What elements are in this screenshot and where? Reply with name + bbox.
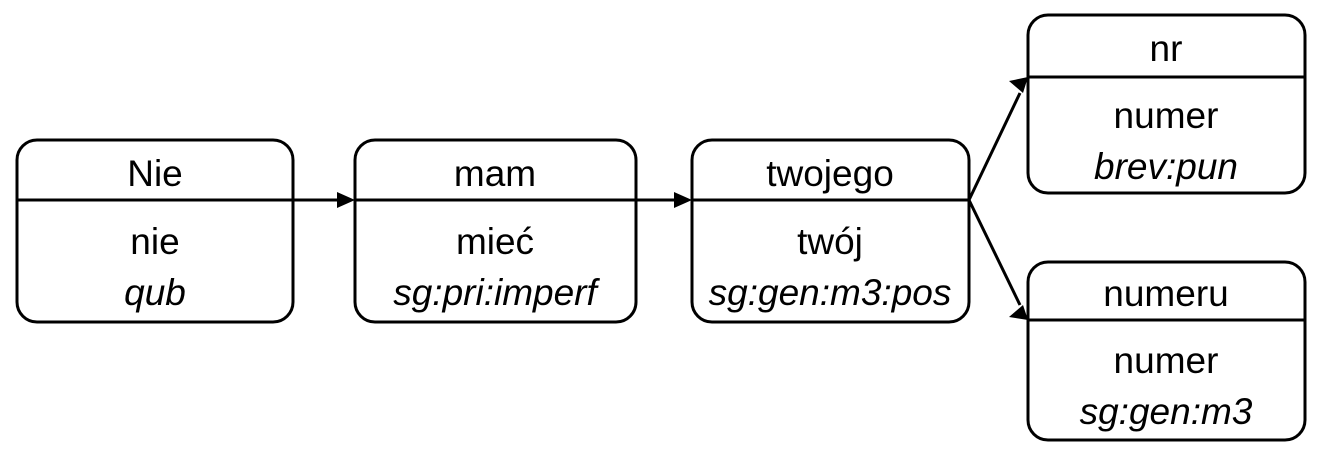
node-box	[15, 138, 295, 324]
edge-twojego-to-nr	[967, 77, 1028, 201]
node-lemma: mieć	[456, 221, 534, 262]
edge-line	[967, 92, 1022, 201]
node-tag: qub	[124, 272, 186, 313]
node-numeru[interactable]: numeru numer sg:gen:m3	[1026, 260, 1307, 442]
node-mam[interactable]: mam mieć sg:pri:imperf	[353, 138, 638, 324]
node-nie[interactable]: Nie nie qub	[15, 138, 295, 324]
edge-nie-to-mam	[293, 192, 355, 208]
node-lemma: numer	[1114, 340, 1219, 381]
arrow-head-icon	[1009, 77, 1028, 93]
edge-twojego-to-numeru	[967, 199, 1028, 320]
node-form: numeru	[1103, 273, 1228, 314]
node-tag: sg:gen:m3	[1080, 391, 1253, 432]
arrow-head-icon	[674, 192, 692, 208]
node-form: twojego	[766, 153, 894, 194]
node-form: nr	[1150, 28, 1183, 69]
node-form: mam	[454, 153, 536, 194]
node-tag: sg:gen:m3:pos	[709, 272, 952, 313]
node-nr[interactable]: nr numer brev:pun	[1026, 13, 1307, 195]
node-lemma: nie	[130, 221, 179, 262]
node-lemma: numer	[1114, 95, 1219, 136]
node-tag: sg:pri:imperf	[393, 272, 600, 313]
arrow-head-icon	[1009, 305, 1028, 320]
node-twojego[interactable]: twojego twój sg:gen:m3:pos	[690, 138, 971, 324]
edge-group	[293, 77, 1028, 320]
node-box	[690, 138, 971, 324]
node-box	[353, 138, 638, 324]
node-lemma: twój	[797, 221, 863, 262]
node-form: Nie	[127, 153, 183, 194]
arrow-head-icon	[337, 192, 355, 208]
node-box	[1026, 13, 1307, 195]
edge-mam-to-twojego	[636, 192, 692, 208]
edge-line	[967, 199, 1022, 306]
node-tag: brev:pun	[1094, 146, 1238, 187]
node-box	[1026, 260, 1307, 442]
